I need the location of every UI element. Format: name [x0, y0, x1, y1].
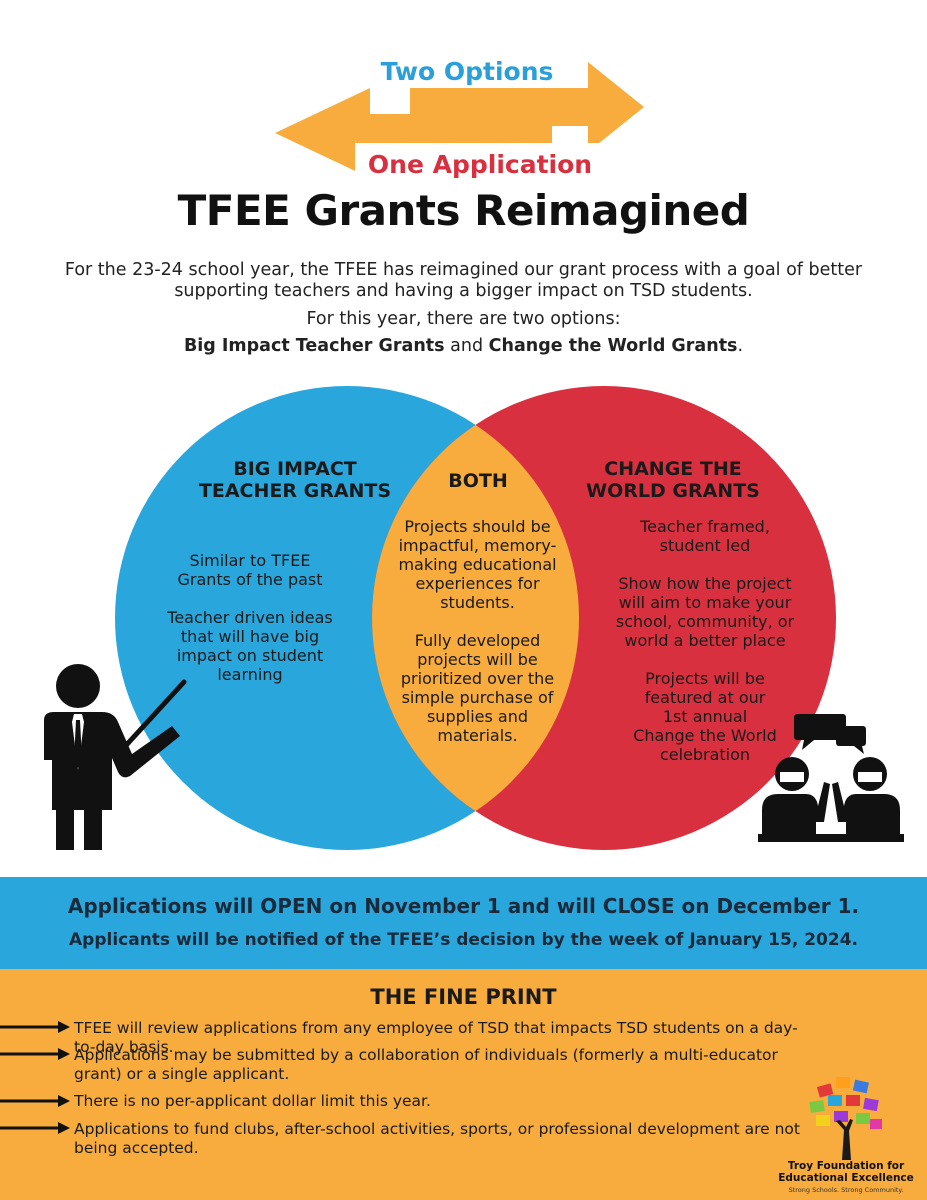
fine-print-item-3: There is no per-applicant dollar limit t… [74, 1092, 431, 1110]
page-title: TFEE Grants Reimagined [177, 186, 750, 235]
option-period: . [737, 336, 744, 356]
logo-name: Troy Foundation for Educational Excellen… [776, 1160, 916, 1184]
right-p3-line3: 1st annual [662, 707, 748, 726]
intro-line-2: supporting teachers and having a bigger … [174, 281, 753, 301]
right-p2-line2: will aim to make your [618, 593, 792, 612]
left-p2-line3: impact on student [176, 646, 324, 665]
right-p2-line3: school, community, or [615, 612, 795, 631]
arrow-right-icon [0, 1095, 70, 1107]
fine-print-title: THE FINE PRINT [370, 985, 557, 1009]
tag-two-options: Two Options [381, 57, 554, 86]
both-p1-line5: students. [440, 593, 515, 612]
left-p1-line2: Grants of the past [177, 570, 323, 589]
discussion-people-icon [758, 714, 904, 842]
right-p3-line5: celebration [659, 745, 751, 764]
tag-one-application: One Application [368, 150, 592, 179]
both-heading: BOTH [448, 470, 508, 492]
intro-options-line: Big Impact Teacher Grants and Change the… [40, 336, 887, 357]
logo-tagline: Strong Schools. Strong Community. [788, 1186, 904, 1194]
option-and: and [444, 336, 489, 356]
left-p2-line4: learning [217, 665, 283, 684]
left-p1-line1: Similar to TFEE [189, 551, 311, 570]
option-big-impact: Big Impact Teacher Grants [183, 336, 445, 356]
both-p2-line4: simple purchase of [401, 688, 554, 707]
left-p2-line1: Teacher driven ideas [167, 608, 333, 627]
fine-print-item-4: Applications to fund clubs, after-school… [74, 1120, 800, 1157]
right-p1-line1: Teacher framed, [640, 517, 770, 536]
right-text: Teacher framed, student led Show how the… [600, 517, 810, 764]
fine-print-section [0, 969, 927, 1200]
right-p2-line4: world a better place [624, 631, 786, 650]
dates-open-close: Applications will OPEN on November 1 and… [67, 894, 860, 918]
teacher-pointer-icon [44, 664, 187, 850]
both-p1-line3: making educational [398, 555, 557, 574]
right-p3-line1: Projects will be [645, 669, 765, 688]
logo-name-line1: Troy Foundation for [787, 1160, 905, 1172]
both-p2-line6: materials. [437, 726, 518, 745]
right-heading-1: CHANGE THE [604, 458, 742, 480]
intro-line-1: For the 23-24 school year, the TFEE has … [64, 260, 863, 280]
dates-notification: Applicants will be notified of the TFEE’… [69, 930, 858, 950]
fine-print-item-2: Applications may be submitted by a colla… [74, 1046, 778, 1083]
venn-intersection [372, 386, 579, 850]
fine-print-item-1: TFEE will review applications from any e… [74, 1019, 798, 1056]
left-heading-1: BIG IMPACT [233, 458, 357, 480]
dates-band [0, 877, 927, 969]
both-p2-line3: prioritized over the [400, 669, 555, 688]
both-p1-line2: impactful, memory- [398, 536, 557, 555]
right-heading-2: WORLD GRANTS [586, 480, 760, 502]
double-arrow-icon: Two Options One Application [275, 52, 644, 181]
left-heading-2: TEACHER GRANTS [198, 480, 392, 502]
right-p2-line1: Show how the project [618, 574, 792, 593]
arrow-right-icon [0, 1048, 70, 1060]
both-p2-line1: Fully developed [414, 631, 541, 650]
right-heading: CHANGE THE WORLD GRANTS [563, 458, 783, 502]
intro-line-3: For this year, there are two options: [306, 309, 621, 329]
left-text: Similar to TFEE Grants of the past Teach… [150, 551, 350, 684]
both-p1-line1: Projects should be [404, 517, 551, 536]
book-tree-logo [809, 1077, 882, 1160]
left-heading: BIG IMPACT TEACHER GRANTS [175, 458, 415, 502]
logo-name-line2: Educational Excellence [778, 1172, 914, 1184]
right-p1-line2: student led [659, 536, 751, 555]
right-p3-line2: featured at our [644, 688, 766, 707]
both-p2-line5: supplies and [426, 707, 529, 726]
venn-diagram [115, 386, 836, 850]
arrow-right-icon [0, 1122, 70, 1134]
option-change-world: Change the World Grants [488, 336, 738, 356]
arrow-right-icon [0, 1021, 70, 1033]
both-p1-line4: experiences for [415, 574, 540, 593]
right-p3-line4: Change the World [633, 726, 777, 745]
left-p2-line2: that will have big [180, 627, 320, 646]
both-text: Projects should be impactful, memory- ma… [380, 517, 575, 745]
both-p2-line2: projects will be [417, 650, 538, 669]
